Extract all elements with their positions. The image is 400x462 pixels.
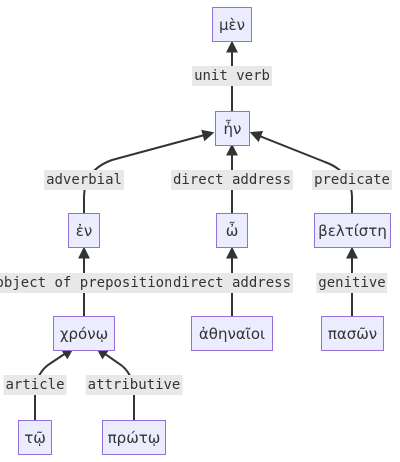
- edge-label-genitive: genitive: [316, 273, 388, 293]
- node-en-verb: ἦν: [215, 111, 250, 146]
- edge-label-attributive: attributive: [85, 375, 183, 395]
- node-proto: πρώτῳ: [102, 420, 166, 455]
- node-to: τῷ: [18, 420, 52, 455]
- edge-label-article: article: [3, 375, 67, 395]
- edge-label-direct-address-2: direct address: [170, 273, 294, 293]
- node-beltiste: βελτίστη: [314, 213, 391, 248]
- edge-label-unit-verb: unit verb: [192, 66, 272, 86]
- edge-label-adverbial: adverbial: [44, 170, 124, 190]
- node-pason: πασῶν: [321, 316, 384, 351]
- node-men: μὲν: [212, 7, 252, 42]
- node-athenaioi: ἀθηναῖοι: [191, 316, 273, 351]
- node-en-preposition: ἐν: [68, 213, 100, 248]
- edge-label-predicate: predicate: [312, 170, 392, 190]
- edge-label-direct-address-1: direct address: [170, 170, 294, 190]
- node-o: ὦ: [216, 213, 248, 248]
- node-chrono: χρόνῳ: [53, 316, 115, 351]
- edge-label-object-of-preposition: object of preposition: [0, 273, 175, 293]
